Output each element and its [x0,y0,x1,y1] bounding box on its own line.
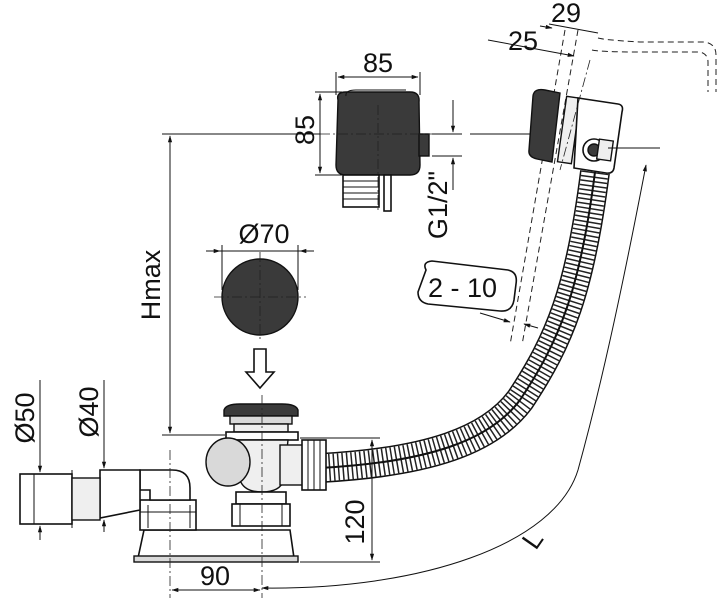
dim-90: 90 [200,561,230,591]
waste-height-dimension: 120 [300,437,380,563]
dim-hmax: Hmax [136,249,166,320]
dim-29: 29 [551,0,581,28]
dim-pipe-40: Ø40 [74,386,104,437]
dim-85-width: 85 [363,48,393,78]
overflow-width-dimension: 85 [335,48,421,95]
dim-120: 120 [340,499,370,544]
waste-body [19,395,327,598]
flexible-hose [319,170,610,483]
dim-cap-diameter: Ø70 [238,219,289,249]
dim-85-height: 85 [290,115,320,145]
hmax-dimension: Hmax [136,133,320,436]
down-arrow-icon [244,348,276,390]
inner-25-29-dimensions: 25 29 [487,0,599,57]
overflow-head [320,89,440,212]
thread-dimension: G1/2" [423,100,462,239]
waste-offset-dimension: 90 [171,561,261,593]
dim-thread: G1/2" [423,171,453,239]
overflow-height-dimension: 85 [290,91,342,176]
wall-thickness-label: 2 - 10 [417,260,539,329]
dim-hose-length: L [516,525,549,555]
dim-pipe-50: Ø50 [10,392,40,443]
dim-wall-thickness: 2 - 10 [428,273,497,303]
dim-25: 25 [508,26,538,56]
plug-cap [214,252,306,342]
outlet-diameter-dimensions: Ø50 Ø40 [10,380,107,540]
